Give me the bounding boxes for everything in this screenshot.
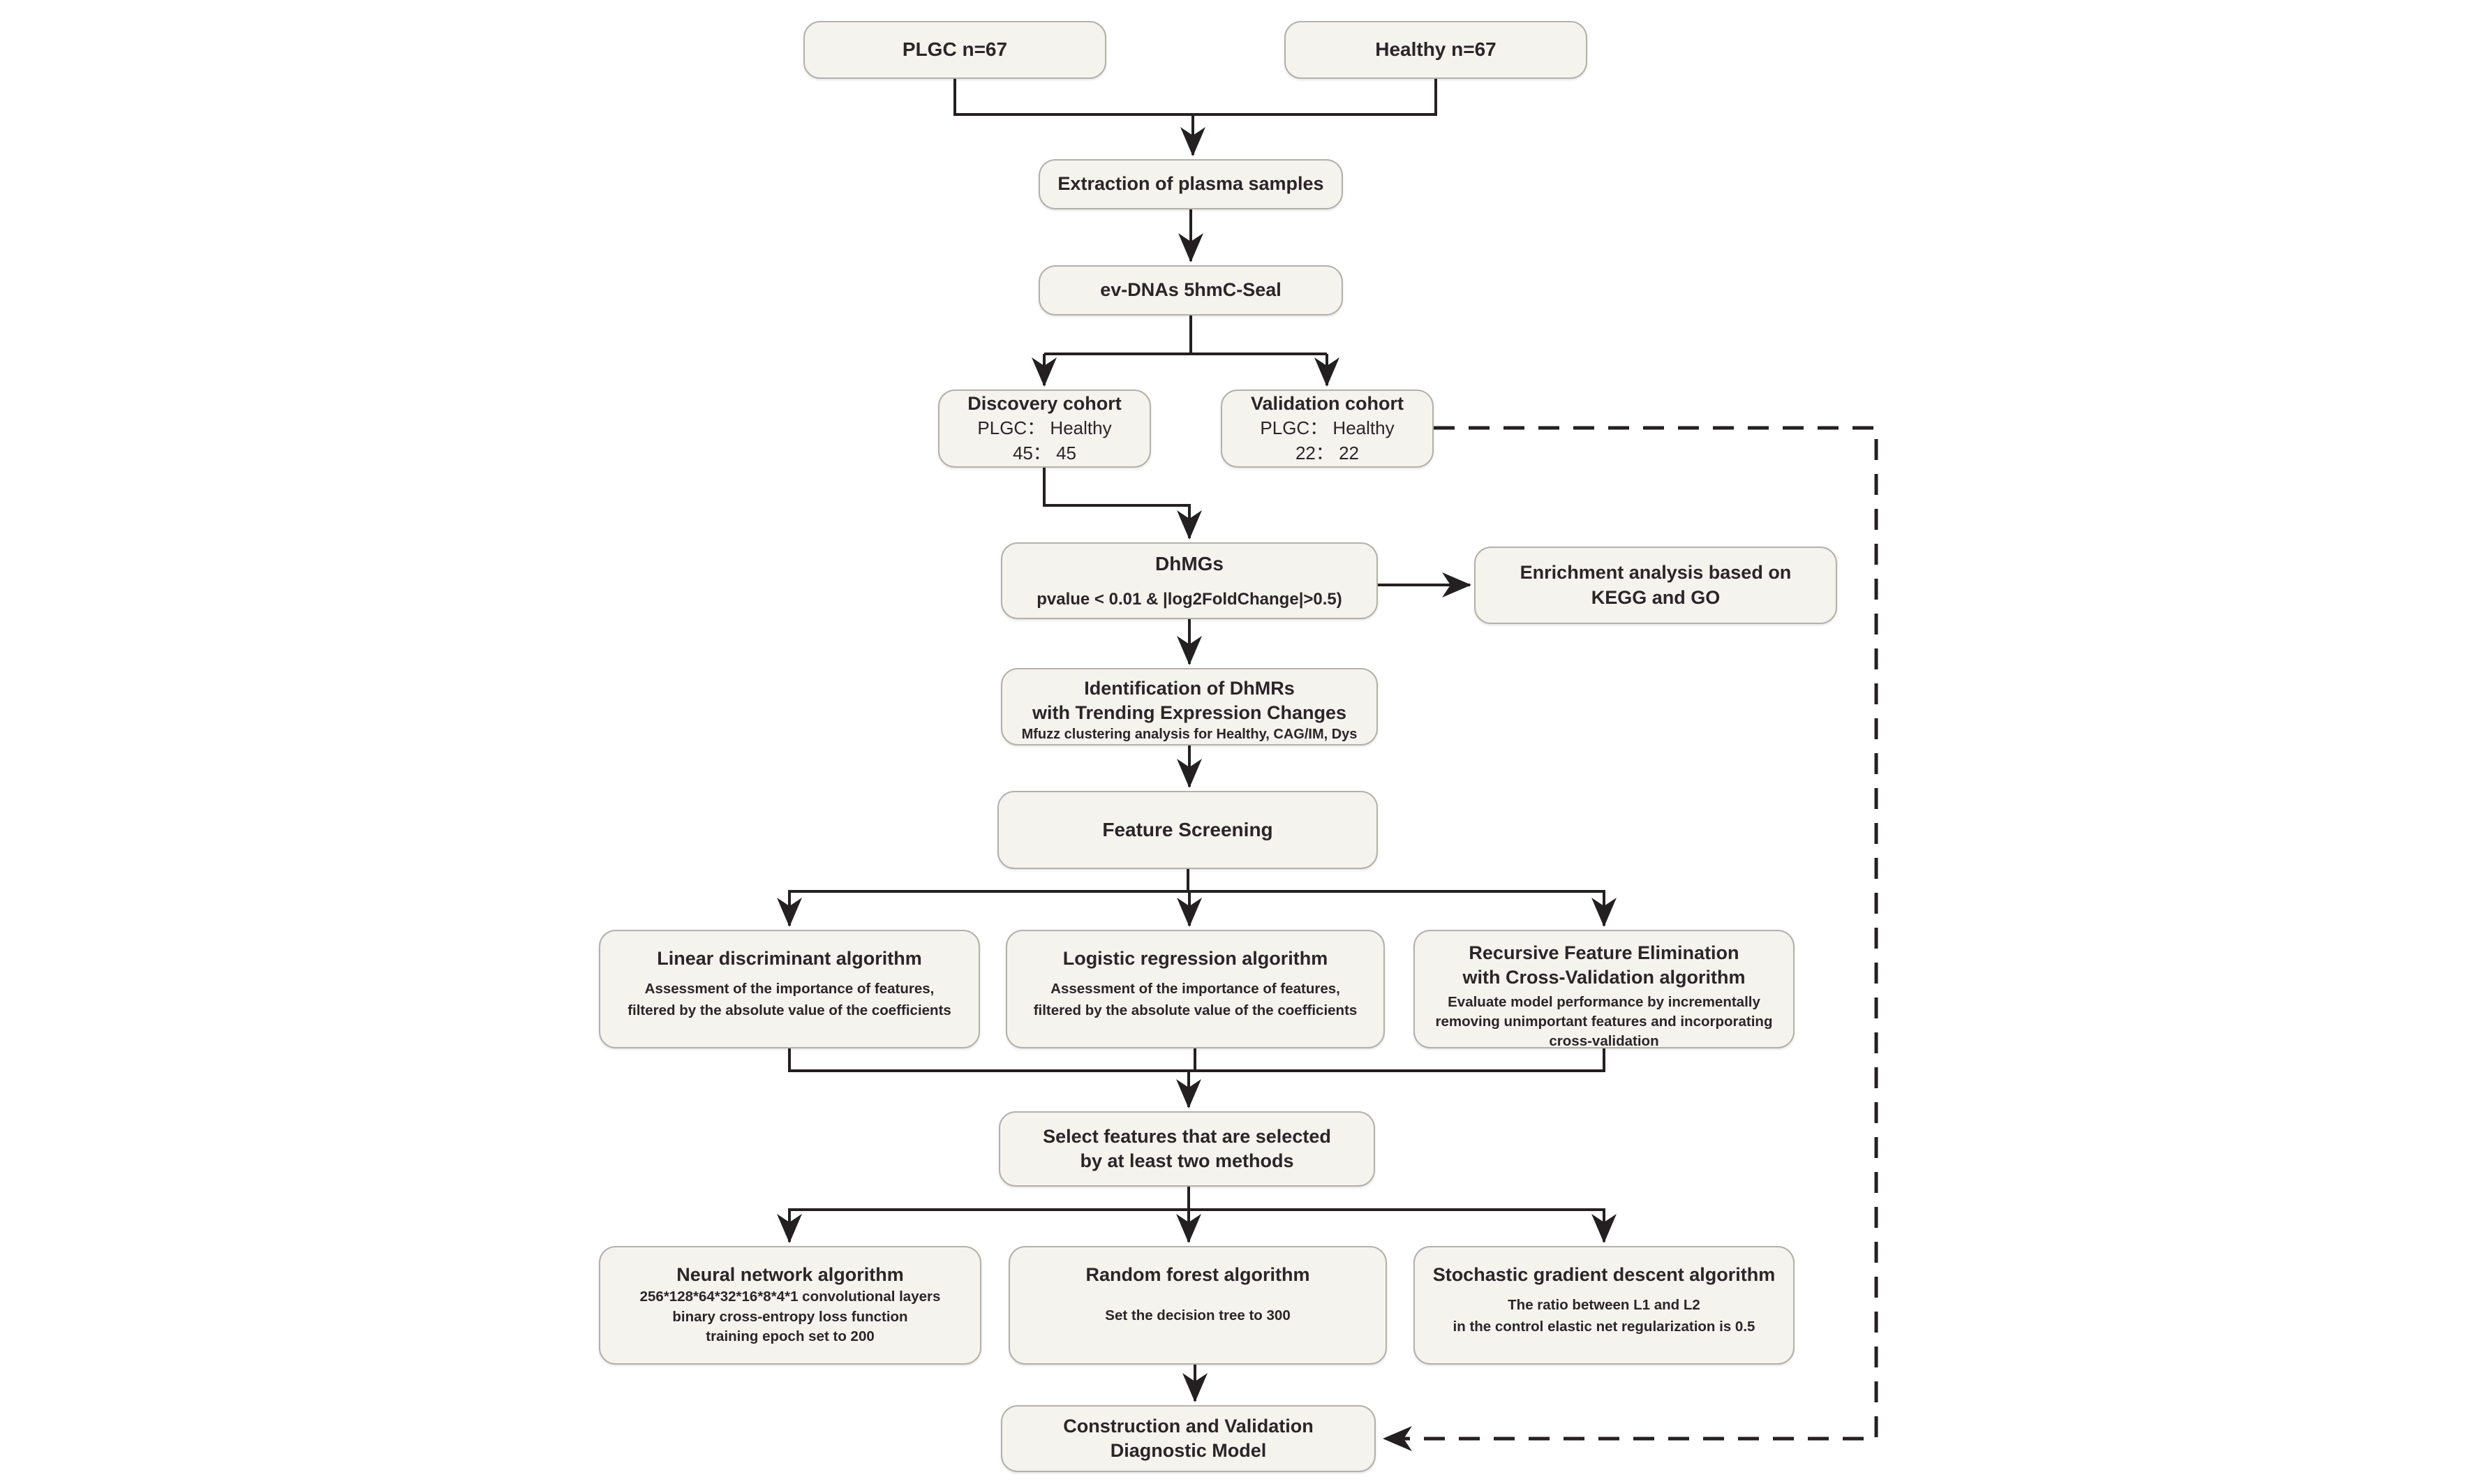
box-random-forest: Random forest algorithm Set the decision… (1009, 1246, 1387, 1365)
dhmgs-title: DhMGs (1155, 553, 1224, 575)
screening-title: Feature Screening (1102, 818, 1273, 840)
connector-evdna-split (1044, 316, 1327, 355)
logistic-body: Assessment of the importance of features… (1033, 980, 1358, 1018)
random-forest-body: Set the decision tree to 300 (1105, 1307, 1291, 1324)
box-healthy-title: Healthy n=67 (1375, 38, 1497, 61)
box-evdna-5hmc-seal: ev-DNAs 5hmC-Seal (1039, 265, 1343, 316)
construction-title: Construction and Validation Diagnostic M… (1063, 1415, 1314, 1461)
identification-title: Identification of DhMRs with Trending Ex… (1032, 678, 1347, 724)
neural-title: Neural network algorithm (676, 1264, 904, 1285)
box-enrichment-analysis: Enrichment analysis based on KEGG and GO (1474, 547, 1837, 624)
box-feature-screening: Feature Screening (997, 791, 1378, 869)
box-logistic-regression: Logistic regression algorithm Assessment… (1006, 930, 1385, 1048)
connector-select-distribution (788, 1187, 1605, 1211)
box-neural-network: Neural network algorithm 256*128*64*32*1… (599, 1246, 981, 1365)
rfe-body: Evaluate model performance by incrementa… (1435, 994, 1773, 1049)
box-stochastic-gradient-descent: Stochastic gradient descent algorithm Th… (1413, 1246, 1795, 1365)
sgd-body: The ratio between L1 and L2 in the contr… (1453, 1296, 1755, 1335)
connector-validation-to-construction-dashed (1383, 426, 1878, 1451)
box-healthy-cohort: Healthy n=67 (1284, 21, 1587, 79)
logistic-title: Logistic regression algorithm (1062, 948, 1328, 969)
connector-screening-distribution (788, 869, 1605, 893)
box-linear-discriminant: Linear discriminant algorithm Assessment… (599, 930, 980, 1048)
box-dhmgs: DhMGs pvalue < 0.01 & |log2FoldChange|>0… (1001, 542, 1378, 619)
select-title: Select features that are selected by at … (1043, 1125, 1331, 1171)
box-extraction: Extraction of plasma samples (1039, 159, 1343, 209)
validation-ratio-label: PLGC： Healthy (1260, 417, 1395, 438)
box-identification-dhmrs: Identification of DhMRs with Trending Ex… (1001, 668, 1378, 745)
box-discovery-cohort: Discovery cohort PLGC： Healthy 45： 45 (938, 389, 1151, 468)
discovery-title: Discovery cohort (967, 392, 1122, 414)
connector-discovery-to-dhmgs (1043, 468, 1202, 540)
box-validation-cohort: Validation cohort PLGC： Healthy 22： 22 (1221, 389, 1434, 468)
random-forest-title: Random forest algorithm (1085, 1264, 1310, 1285)
linear-title: Linear discriminant algorithm (657, 948, 922, 969)
box-evdna-title: ev-DNAs 5hmC-Seal (1100, 279, 1282, 301)
sgd-title: Stochastic gradient descent algorithm (1432, 1264, 1776, 1285)
validation-ratio-value: 22： 22 (1295, 442, 1360, 463)
discovery-ratio-value: 45： 45 (1012, 442, 1077, 463)
box-construction-validation-model: Construction and Validation Diagnostic M… (1001, 1405, 1376, 1472)
connector-collector-row1 (788, 1048, 1605, 1072)
identification-subtitle: Mfuzz clustering analysis for Healthy, C… (1021, 727, 1358, 743)
connector-top-join (953, 79, 1437, 116)
box-recursive-feature-elimination: Recursive Feature Elimination with Cross… (1413, 930, 1795, 1049)
dhmgs-subtitle: pvalue < 0.01 & |log2FoldChange|>0.5) (1037, 589, 1342, 609)
box-plgc-title: PLGC n=67 (902, 38, 1008, 61)
discovery-ratio-label: PLGC： Healthy (977, 417, 1112, 438)
enrichment-title: Enrichment analysis based on KEGG and GO (1520, 562, 1792, 608)
box-select-features: Select features that are selected by at … (999, 1111, 1375, 1187)
linear-body: Assessment of the importance of features… (627, 980, 951, 1018)
neural-body: 256*128*64*32*16*8*4*1 convolutional lay… (639, 1289, 941, 1345)
box-extraction-title: Extraction of plasma samples (1057, 173, 1324, 195)
rfe-title: Recursive Feature Elimination with Cross… (1462, 942, 1746, 988)
validation-title: Validation cohort (1250, 392, 1404, 414)
box-plgc-cohort: PLGC n=67 (803, 21, 1106, 79)
